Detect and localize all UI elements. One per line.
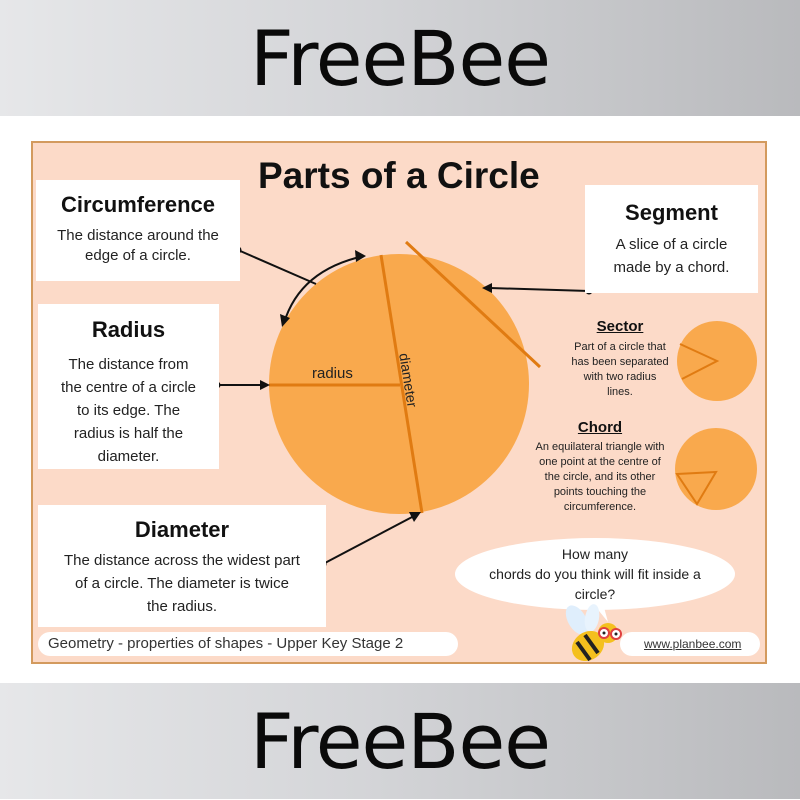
- sector-heading: Sector: [596, 318, 644, 335]
- diameter-heading: Diameter: [134, 517, 230, 542]
- radius-text-line: the centre of a circle: [60, 379, 197, 396]
- chord-text-line: points touching the: [553, 486, 647, 498]
- chord-note: Chord An equilateral triangle with one p…: [520, 419, 680, 515]
- bubble-text-line: circle?: [574, 586, 616, 602]
- segment-heading: Segment: [625, 200, 718, 225]
- circumference-heading: Circumference: [60, 192, 216, 217]
- sector-text-line: lines.: [607, 386, 633, 398]
- diameter-line: [379, 254, 424, 514]
- chord-text-line: the circle, and its other: [544, 471, 656, 483]
- sector-text-line: Part of a circle that: [574, 341, 666, 353]
- arc-arrowhead-top: [355, 250, 366, 262]
- bubble-text-line: chords do you think will fit inside a: [489, 566, 701, 582]
- diameter-text-line: the radius.: [146, 598, 218, 615]
- chord-circle: [675, 428, 757, 510]
- circumference-pointer: [237, 249, 317, 285]
- sector-text-line: has been separated: [571, 356, 669, 368]
- diameter-card: Diameter The distance across the widest …: [38, 505, 326, 627]
- radius-arrowhead: [260, 380, 270, 390]
- bottom-banner-title: FreeBee: [250, 696, 551, 786]
- radius-label: radius: [312, 365, 353, 382]
- radius-text-line: diameter.: [97, 448, 160, 465]
- top-banner-title: FreeBee: [250, 13, 551, 103]
- sector-lines: [679, 343, 720, 380]
- segment-text-line: made by a chord.: [613, 259, 730, 276]
- footer-url-link[interactable]: www.planbee.com: [644, 637, 742, 651]
- circumference-text-line: edge of a circle.: [85, 247, 191, 264]
- poster-title: Parts of a Circle: [258, 155, 540, 196]
- chord-text-line: one point at the centre of: [539, 456, 661, 468]
- diameter-pointer: [322, 515, 415, 565]
- segment-pointer: [489, 287, 590, 292]
- speech-bubble: How many chords do you think will fit in…: [455, 538, 735, 610]
- segment-chord-line: [404, 240, 542, 369]
- sector-text-line: with two radius: [583, 371, 657, 383]
- chord-text-line: circumference.: [563, 501, 637, 513]
- bottom-banner: FreeBee: [0, 683, 800, 799]
- diameter-text-line: of a circle. The diameter is twice: [75, 575, 289, 592]
- footer-subject-pill: Geometry - properties of shapes - Upper …: [38, 632, 458, 656]
- diameter-arrowhead: [409, 512, 421, 522]
- segment-card: Segment A slice of a circle made by a ch…: [585, 185, 758, 293]
- circumference-card: Circumference The distance around the ed…: [36, 180, 240, 281]
- chord-triangle: [675, 470, 718, 506]
- top-banner: FreeBee: [0, 0, 800, 116]
- segment-text-line: A slice of a circle: [615, 236, 728, 253]
- circumference-arc: [283, 255, 365, 324]
- circumference-text-line: The distance around the: [57, 227, 219, 244]
- radius-text-line: to its edge. The: [76, 402, 181, 419]
- chord-text-line: An equilateral triangle with: [535, 441, 665, 453]
- radius-card: Radius The distance from the centre of a…: [38, 304, 219, 469]
- diameter-text-line: The distance across the widest part: [64, 552, 300, 569]
- chord-heading: Chord: [577, 419, 623, 436]
- footer-subject: Geometry - properties of shapes - Upper …: [48, 635, 404, 652]
- sector-note: Sector Part of a circle that has been se…: [560, 318, 680, 400]
- radius-heading: Radius: [91, 317, 166, 342]
- segment-arrowhead: [482, 283, 492, 293]
- arc-arrowhead-bottom: [280, 314, 290, 327]
- radius-text-line: The distance from: [68, 356, 189, 373]
- footer-url-pill: www.planbee.com: [620, 632, 760, 656]
- radius-text-line: radius is half the: [73, 425, 184, 442]
- bubble-text-line: How many: [561, 546, 629, 562]
